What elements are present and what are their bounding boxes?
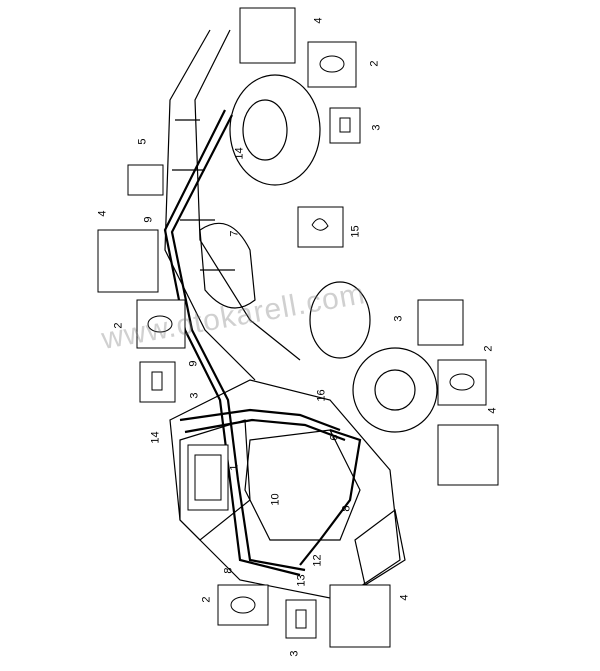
callout-13: 13 <box>295 574 308 587</box>
component-box-15 <box>297 206 344 248</box>
component-box-3-left <box>139 361 176 403</box>
component-box-4-top <box>239 7 296 64</box>
callout-3: 3 <box>392 315 405 322</box>
callout-14: 14 <box>233 147 246 160</box>
callout-16: 16 <box>315 389 328 402</box>
callout-8: 8 <box>340 505 353 512</box>
callout-7: 7 <box>228 230 241 237</box>
grille <box>354 508 406 586</box>
component-box-3-top <box>329 107 361 144</box>
callout-8: 8 <box>222 567 235 574</box>
callout-12: 12 <box>311 554 324 567</box>
callout-3: 3 <box>288 650 301 657</box>
callout-3: 3 <box>188 392 201 399</box>
component-box-3-bottom <box>285 599 317 639</box>
component-box-3-upper-right <box>417 299 464 346</box>
callout-5: 5 <box>136 138 149 145</box>
callout-4: 4 <box>398 594 411 601</box>
component-box-2-top <box>307 41 357 88</box>
harness-wire-3 <box>179 408 341 432</box>
callout-2: 2 <box>482 345 495 352</box>
chassis-rail-right <box>194 29 301 361</box>
component-box-4-bottom <box>329 584 391 648</box>
callout-3: 3 <box>370 124 383 131</box>
callout-4: 4 <box>96 210 109 217</box>
callout-9: 9 <box>142 216 155 223</box>
callout-15: 15 <box>349 225 362 238</box>
callout-2: 2 <box>200 596 213 603</box>
front-wheel <box>352 347 438 433</box>
component-box-2-right <box>437 359 487 406</box>
chassis-crossmember <box>172 119 235 271</box>
callout-4: 4 <box>312 17 325 24</box>
component-box-4-right <box>437 424 499 486</box>
fuel-tank <box>199 222 256 309</box>
rear-wheel <box>229 74 321 186</box>
harness-wire-1 <box>163 109 301 577</box>
chassis-rail-left <box>164 29 256 381</box>
middle-wheel <box>309 281 371 359</box>
callout-10: 10 <box>269 493 282 506</box>
callout-4: 4 <box>486 407 499 414</box>
callout-14: 14 <box>149 431 162 444</box>
harness-wire-2 <box>170 114 306 572</box>
callout-1: 1 <box>228 464 241 471</box>
component-box-2-bottom <box>217 584 269 626</box>
component-box-4-left <box>97 229 159 293</box>
component-box-2-left <box>136 299 186 349</box>
callout-2: 2 <box>112 322 125 329</box>
callout-2: 2 <box>368 60 381 67</box>
callout-6: 6 <box>328 434 341 441</box>
harness-wire-5 <box>299 428 362 566</box>
callout-9: 9 <box>187 360 200 367</box>
harness-wire-4 <box>184 418 346 442</box>
windshield <box>244 429 361 541</box>
component-box-5 <box>127 164 164 196</box>
